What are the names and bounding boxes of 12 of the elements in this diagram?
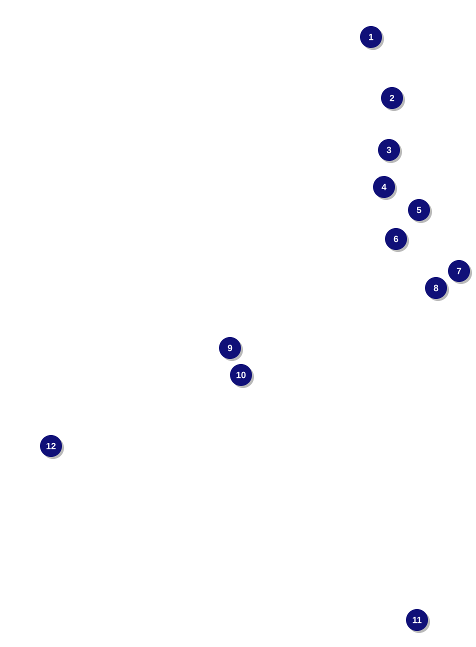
callout-number: 12 [40, 435, 64, 459]
callout-number: 2 [381, 87, 405, 111]
callout-number: 10 [230, 364, 254, 388]
callout-number: 5 [408, 199, 432, 223]
callout-number: 7 [448, 260, 472, 284]
callout-number: 3 [378, 139, 402, 163]
callout-number: 1 [360, 26, 384, 50]
callout-number: 8 [425, 277, 449, 301]
callout-number: 6 [385, 228, 409, 252]
callout-number: 11 [406, 609, 430, 633]
callout-number: 9 [219, 337, 243, 361]
callout-number: 4 [373, 176, 397, 200]
